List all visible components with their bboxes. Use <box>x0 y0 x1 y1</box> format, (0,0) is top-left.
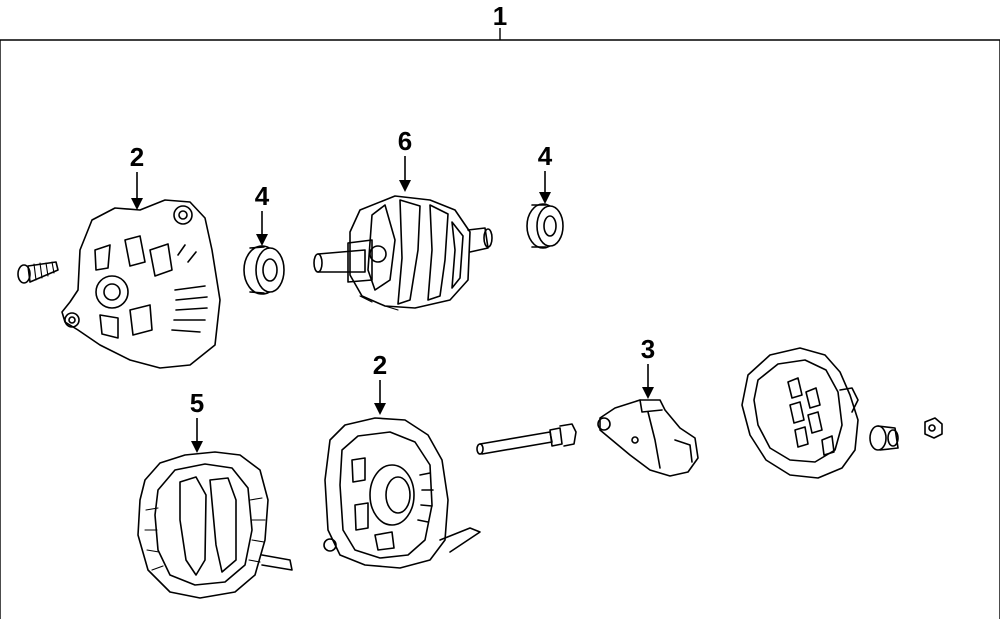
svg-text:5: 5 <box>190 388 204 418</box>
svg-text:6: 6 <box>398 126 412 156</box>
callout-rotor: 6 <box>398 126 412 192</box>
front-housing-part <box>323 417 481 569</box>
terminal-insulator-part <box>869 425 899 451</box>
end-cover-part <box>741 347 859 479</box>
bearing-left-part <box>243 245 285 295</box>
terminal-nut-part <box>924 417 943 439</box>
bearing-right-part <box>526 203 564 249</box>
svg-text:2: 2 <box>373 350 387 380</box>
callout-front-housing: 2 <box>373 350 387 415</box>
callout-bearing-left: 4 <box>255 181 270 246</box>
callout-regulator: 3 <box>641 334 655 399</box>
callout-assembly: 1 <box>493 1 507 31</box>
svg-text:3: 3 <box>641 334 655 364</box>
callout-stator: 5 <box>190 388 204 453</box>
bolt-part <box>17 261 59 284</box>
svg-text:4: 4 <box>255 181 270 211</box>
stator-part <box>137 451 293 599</box>
assembly-frame <box>0 28 1000 619</box>
callout-rear-housing: 2 <box>130 142 144 210</box>
regulator-part <box>597 399 699 477</box>
rear-housing-part <box>61 199 221 369</box>
rotor-part <box>313 195 493 311</box>
svg-text:4: 4 <box>538 141 553 171</box>
svg-text:2: 2 <box>130 142 144 172</box>
callout-bearing-right: 4 <box>538 141 553 204</box>
through-bolt-part <box>476 423 577 455</box>
